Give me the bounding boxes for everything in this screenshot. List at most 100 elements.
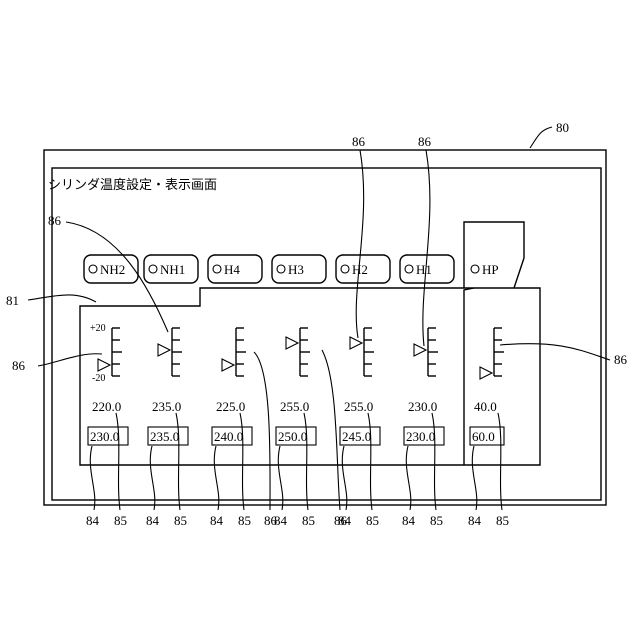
ref-label-85: 85 bbox=[366, 513, 379, 528]
leader-86-h3 bbox=[322, 350, 340, 510]
deviation-marker-icon bbox=[98, 359, 110, 371]
deviation-marker-icon bbox=[158, 344, 170, 356]
ref-86-h2: 86 bbox=[352, 134, 366, 149]
heater-button-h2[interactable]: H2 bbox=[336, 255, 390, 283]
ref-label-84: 84 bbox=[146, 513, 160, 528]
deviation-marker-icon bbox=[350, 337, 362, 349]
heater-label-h4: H4 bbox=[224, 262, 240, 277]
deviation-indicator-h2 bbox=[350, 328, 374, 376]
heater-label-hp: HP bbox=[482, 262, 499, 277]
zone-h3: H3 255.0 250.0 bbox=[272, 255, 326, 510]
outer-window-frame bbox=[44, 150, 606, 505]
leader-80 bbox=[530, 127, 552, 148]
setpoint-value-h1: 230.0 bbox=[406, 429, 435, 444]
ref-label-81: 81 bbox=[6, 293, 19, 308]
setpoint-field-hp[interactable]: 60.0 bbox=[470, 427, 504, 445]
ref-label-84: 84 bbox=[402, 513, 416, 528]
ref-86-left-top: 86 bbox=[48, 213, 62, 228]
actual-temperature-nh2: 220.0 bbox=[92, 399, 121, 414]
ref-label-84: 84 bbox=[338, 513, 352, 528]
ref-label-85: 85 bbox=[430, 513, 443, 528]
ref-86-h1: 86 bbox=[418, 134, 432, 149]
deviation-indicator-nh2 bbox=[98, 328, 122, 376]
heater-button-h3[interactable]: H3 bbox=[272, 255, 326, 283]
leader-86-h2 bbox=[356, 150, 363, 338]
actual-temperature-h4: 225.0 bbox=[216, 399, 245, 414]
setpoint-field-nh2[interactable]: 230.0 bbox=[88, 427, 128, 445]
heater-label-nh2: NH2 bbox=[100, 262, 125, 277]
setpoint-field-nh1[interactable]: 235.0 bbox=[148, 427, 188, 445]
zone-h1: H1 230.0 230.0 bbox=[400, 255, 454, 510]
ref-label-85: 85 bbox=[174, 513, 187, 528]
heater-button-hp[interactable]: HP bbox=[471, 262, 499, 277]
actual-temperature-h2: 255.0 bbox=[344, 399, 373, 414]
leader-86-h1 bbox=[423, 150, 430, 346]
heater-label-nh1: NH1 bbox=[160, 262, 185, 277]
status-lamp-icon bbox=[471, 265, 479, 273]
setpoint-value-h4: 240.0 bbox=[214, 429, 243, 444]
deviation-indicator-h1 bbox=[414, 328, 438, 376]
deviation-indicator-h3 bbox=[286, 328, 310, 376]
status-lamp-icon bbox=[213, 265, 221, 273]
actual-temperature-hp: 40.0 bbox=[474, 399, 497, 414]
actual-temperature-nh1: 235.0 bbox=[152, 399, 181, 414]
setpoint-value-hp: 60.0 bbox=[472, 429, 495, 444]
deviation-indicator-nh1 bbox=[158, 328, 182, 376]
deviation-marker-icon bbox=[480, 367, 492, 379]
hopper-outline bbox=[464, 222, 524, 288]
bottom-reference-labels: 84 85 84 85 84 85 84 85 84 85 84 85 84 85 bbox=[86, 513, 509, 528]
setpoint-field-h1[interactable]: 230.0 bbox=[404, 427, 444, 445]
setpoint-field-h2[interactable]: 245.0 bbox=[340, 427, 380, 445]
leader-86-h4 bbox=[254, 352, 270, 510]
zone-hp: HP 40.0 60.0 bbox=[470, 262, 504, 510]
setpoint-field-h3[interactable]: 250.0 bbox=[276, 427, 316, 445]
ref-label-84: 84 bbox=[210, 513, 224, 528]
temperature-panel bbox=[80, 288, 540, 465]
deviation-indicator-hp bbox=[480, 328, 504, 379]
actual-temperature-h1: 230.0 bbox=[408, 399, 437, 414]
ref-label-84: 84 bbox=[274, 513, 288, 528]
zone-nh1: NH1 235.0 235.0 bbox=[144, 255, 198, 510]
scale-top-label: +20 bbox=[90, 323, 106, 334]
ref-label-85: 85 bbox=[114, 513, 127, 528]
zone-h2: H2 255.0 245.0 bbox=[336, 255, 390, 510]
setpoint-value-nh2: 230.0 bbox=[90, 429, 119, 444]
leader-86-nh2 bbox=[38, 354, 102, 366]
setpoint-value-h2: 245.0 bbox=[342, 429, 371, 444]
heater-label-h1: H1 bbox=[416, 262, 432, 277]
leader-86-hp bbox=[500, 344, 610, 360]
actual-temperature-h3: 255.0 bbox=[280, 399, 309, 414]
leader-86-nh1 bbox=[66, 222, 168, 332]
ref-label-84: 84 bbox=[468, 513, 482, 528]
heater-button-h4[interactable]: H4 bbox=[208, 255, 262, 283]
status-lamp-icon bbox=[341, 265, 349, 273]
ref-86-hp: 86 bbox=[614, 352, 628, 367]
status-lamp-icon bbox=[149, 265, 157, 273]
setpoint-value-h3: 250.0 bbox=[278, 429, 307, 444]
deviation-indicator-h4 bbox=[222, 328, 246, 376]
heater-button-nh1[interactable]: NH1 bbox=[144, 255, 198, 283]
deviation-marker-icon bbox=[222, 359, 234, 371]
status-lamp-icon bbox=[405, 265, 413, 273]
heater-label-h2: H2 bbox=[352, 262, 368, 277]
ref-label-80: 80 bbox=[556, 120, 569, 135]
zone-h4: H4 225.0 240.0 bbox=[208, 255, 262, 510]
ref-label-85: 85 bbox=[496, 513, 509, 528]
heater-button-nh2[interactable]: NH2 bbox=[84, 255, 138, 283]
zone-group: NH2 220.0 230.0 NH1 235.0 235.0 H4 225.0 240.0 H3… bbox=[84, 255, 504, 510]
status-lamp-icon bbox=[277, 265, 285, 273]
ref-86-left: 86 bbox=[12, 358, 26, 373]
scale-bottom-label: -20 bbox=[92, 373, 105, 384]
ref-label-85: 85 bbox=[238, 513, 251, 528]
setpoint-value-nh1: 235.0 bbox=[150, 429, 179, 444]
setpoint-field-h4[interactable]: 240.0 bbox=[212, 427, 252, 445]
status-lamp-icon bbox=[89, 265, 97, 273]
leader-81 bbox=[28, 295, 96, 302]
ref-label-84: 84 bbox=[86, 513, 100, 528]
deviation-marker-icon bbox=[286, 337, 298, 349]
inner-screen-frame bbox=[52, 168, 601, 500]
screen-title: シリンダ温度設定・表示画面 bbox=[48, 177, 217, 192]
heater-label-h3: H3 bbox=[288, 262, 304, 277]
ref-label-85: 85 bbox=[302, 513, 315, 528]
